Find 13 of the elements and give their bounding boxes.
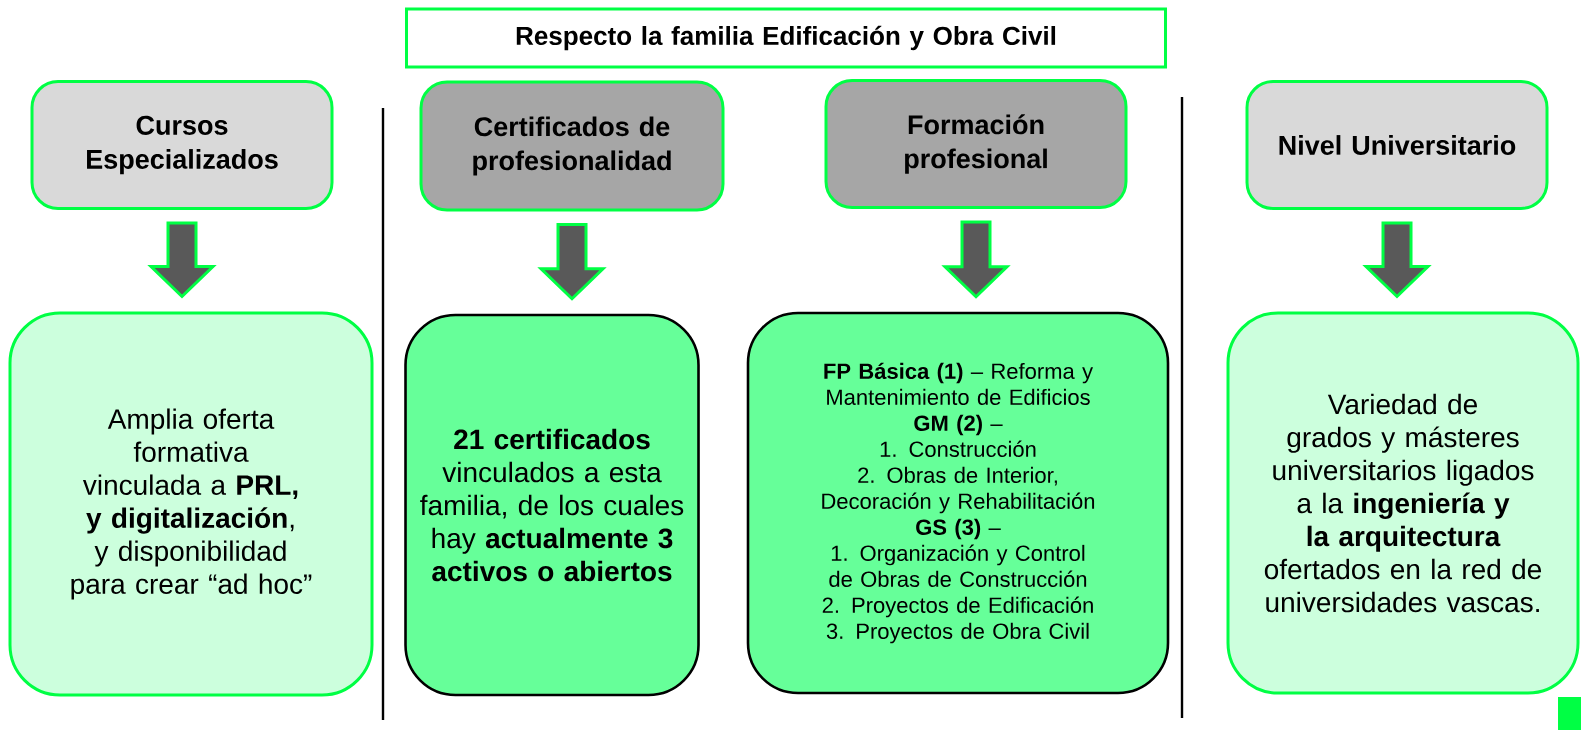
block-arrow [537, 223, 607, 301]
description-box: FP Básica (1) – Reforma y Mantenimiento de Edificios GM (2) – 1. Construcción 2. Obras de Interior, Decoración y Rehabilitación GS (3) – 1. Organización y Control de Obras de Construcción 2. Proyectos de Edificación 3. Proyectos de Obra Civil [746, 311, 1170, 695]
description-box: Amplia oferta formativa vinculada a PRL, y digitalización, y disponibilidad para crear “ad hoc” [8, 311, 374, 697]
description-box: 21 certificados vinculados a esta familia, de los cuales hay actualmente 3 activos o abiertos [404, 313, 700, 697]
heading-box: Certificados de profesionalidad [419, 80, 725, 212]
description-box: Variedad de grados y másteres universitarios ligados a la ingeniería y la arquitectura ofertados en la red de universidades vascas. [1226, 311, 1580, 695]
block-arrow [1362, 221, 1432, 299]
block-arrow [941, 220, 1011, 299]
heading-box: Cursos Especializados [30, 80, 334, 210]
heading-box: Formación profesional [824, 79, 1128, 209]
title-box: Respecto la familia Edificación y Obra Civil [405, 7, 1167, 69]
block-arrow [147, 221, 217, 299]
heading-box: Nivel Universitario [1245, 80, 1549, 210]
